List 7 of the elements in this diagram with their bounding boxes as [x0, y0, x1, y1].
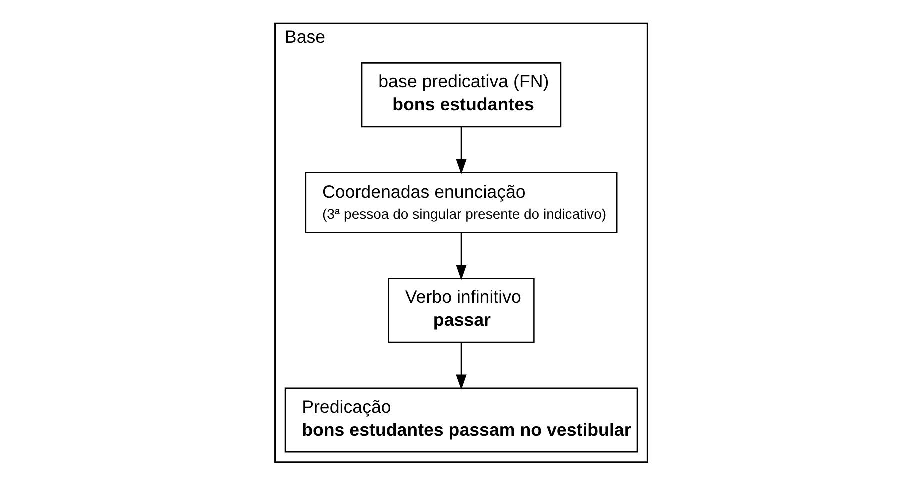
node-box: Verbo infinitivo passar	[388, 278, 535, 344]
arrow	[456, 342, 467, 390]
node-box: base predicativa (FN) bons estudantes	[361, 62, 562, 128]
node-box: Coordenadas enunciação (3ª pessoa do singular presente do indicativo)	[305, 172, 618, 234]
arrow	[456, 232, 467, 280]
arrow	[456, 127, 467, 174]
node-box: Predicação bons estudantes passam no vestibular	[284, 388, 638, 453]
